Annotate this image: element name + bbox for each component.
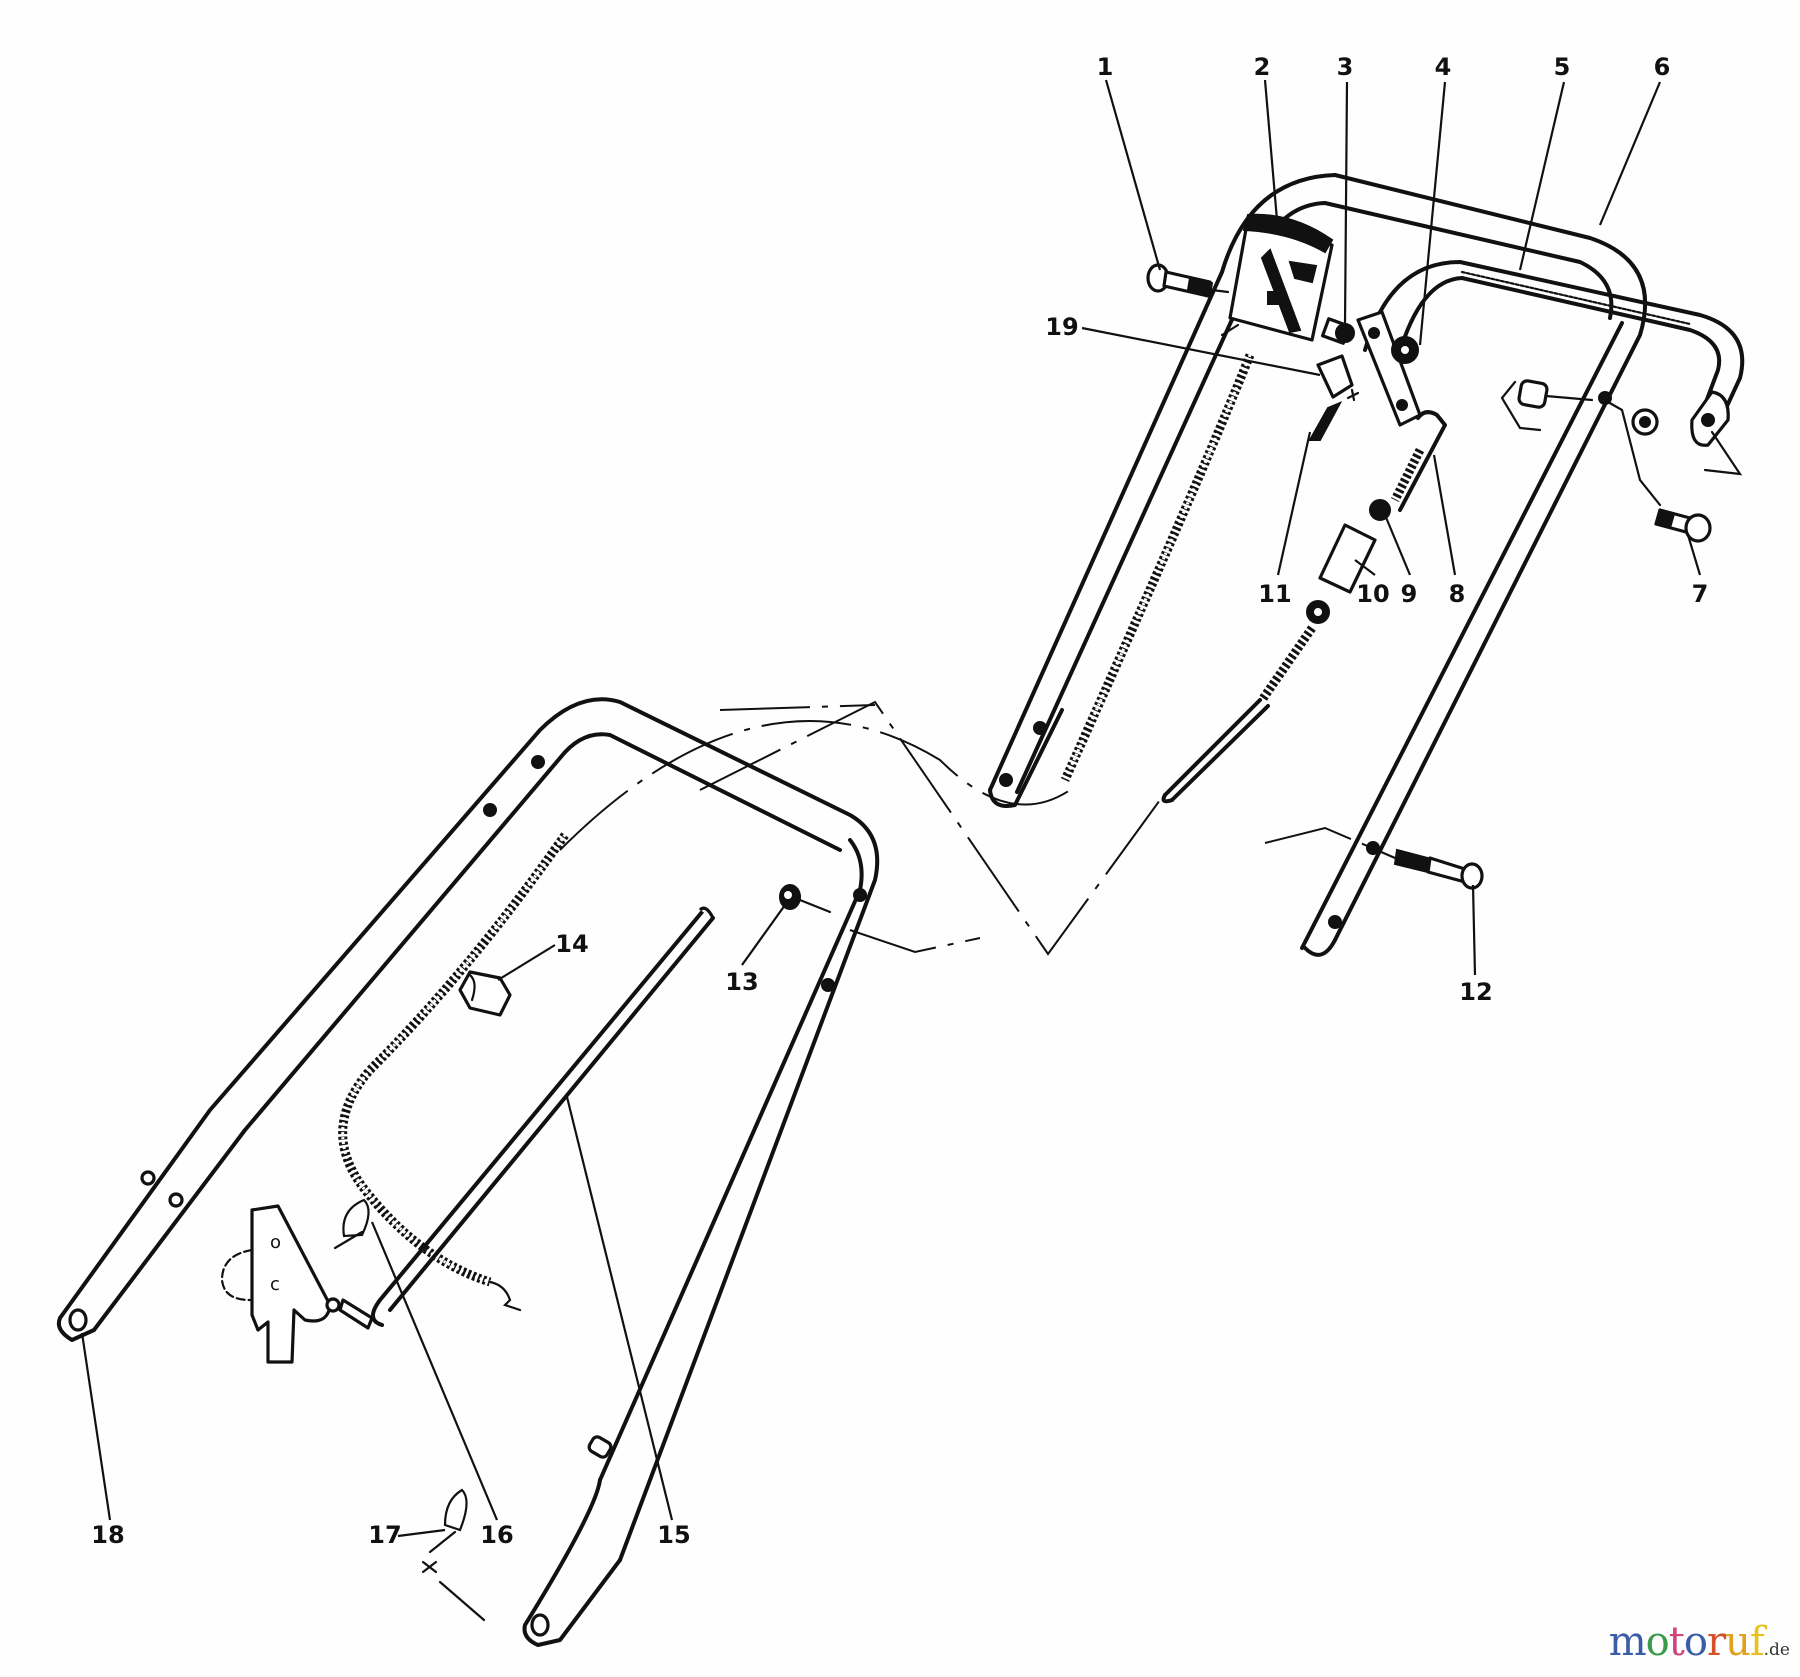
spacer-3 [1320, 317, 1355, 345]
hairpin-16 [333, 1198, 370, 1250]
rivet-icon [483, 803, 497, 817]
callout-18: 18 [91, 1521, 124, 1549]
bolt-12 [1370, 846, 1484, 890]
rivet-icon [1033, 721, 1047, 735]
control-box-2 [1220, 213, 1334, 342]
callout-16: 16 [480, 1521, 513, 1549]
callout-3: 3 [1337, 53, 1354, 81]
upper-cable [1060, 353, 1255, 782]
control-bar-5 [1356, 260, 1745, 476]
callout-1: 1 [1097, 53, 1114, 81]
watermark-letter: o [1683, 1619, 1708, 1665]
rivet-icon [821, 978, 835, 992]
rivet-icon [140, 1170, 156, 1186]
watermark-letter: t [1668, 1619, 1685, 1665]
pivot-plate [1356, 310, 1422, 427]
callout-7: 7 [1692, 580, 1709, 608]
callout-5: 5 [1554, 53, 1571, 81]
watermark-letter: o [1645, 1619, 1670, 1665]
watermark-logo: motoruf.de [1609, 1619, 1790, 1665]
callout-9: 9 [1401, 580, 1418, 608]
callout-2: 2 [1254, 53, 1271, 81]
callout-labels: 1 2 3 4 5 6 7 8 9 10 11 12 13 14 15 16 1… [91, 53, 1708, 1549]
bushing [1517, 379, 1549, 409]
leader-lines [80, 79, 1702, 1538]
watermark-letter: m [1608, 1619, 1647, 1665]
callout-4: 4 [1435, 53, 1452, 81]
svg-text:c: c [270, 1274, 280, 1295]
bolt-7 [1500, 379, 1712, 543]
callout-13: 13 [725, 968, 758, 996]
callout-14: 14 [555, 930, 588, 958]
rod-8 [1161, 410, 1447, 804]
pin-11 [1308, 400, 1343, 441]
watermark-letter: u [1725, 1619, 1751, 1665]
bracket: o c [220, 1204, 374, 1364]
callout-15: 15 [657, 1521, 690, 1549]
pivot-hole-icon [1701, 413, 1715, 427]
phantom-lines [559, 700, 1373, 956]
lower-cable [338, 832, 569, 1312]
watermark-letter: r [1706, 1619, 1726, 1665]
callout-19: 19 [1045, 313, 1078, 341]
callout-11: 11 [1258, 580, 1291, 608]
pivot-hole-icon [1396, 399, 1408, 411]
rivet-icon [853, 888, 867, 902]
rod-15 [371, 906, 715, 1327]
rivet-icon [1328, 915, 1342, 929]
rivet-icon [999, 773, 1013, 787]
rivet-icon [168, 1192, 184, 1208]
pivot-hole-icon [1368, 327, 1380, 339]
watermark-letter: f [1749, 1619, 1765, 1665]
sleeve-10 [1318, 523, 1377, 594]
callout-8: 8 [1449, 580, 1466, 608]
rivet-icon [587, 1435, 613, 1459]
callout-6: 6 [1654, 53, 1671, 81]
callout-17: 17 [368, 1521, 401, 1549]
tab-19 [1316, 354, 1360, 402]
callout-10: 10 [1356, 580, 1389, 608]
rivet-icon [531, 755, 545, 769]
svg-text:o: o [270, 1232, 281, 1253]
hairpin-17 [421, 1488, 486, 1622]
nut-4 [1391, 336, 1419, 364]
lower-handle-18 [56, 697, 880, 1647]
knob-13 [779, 884, 832, 914]
watermark-tld: .de [1763, 1640, 1790, 1660]
callout-12: 12 [1459, 978, 1492, 1006]
